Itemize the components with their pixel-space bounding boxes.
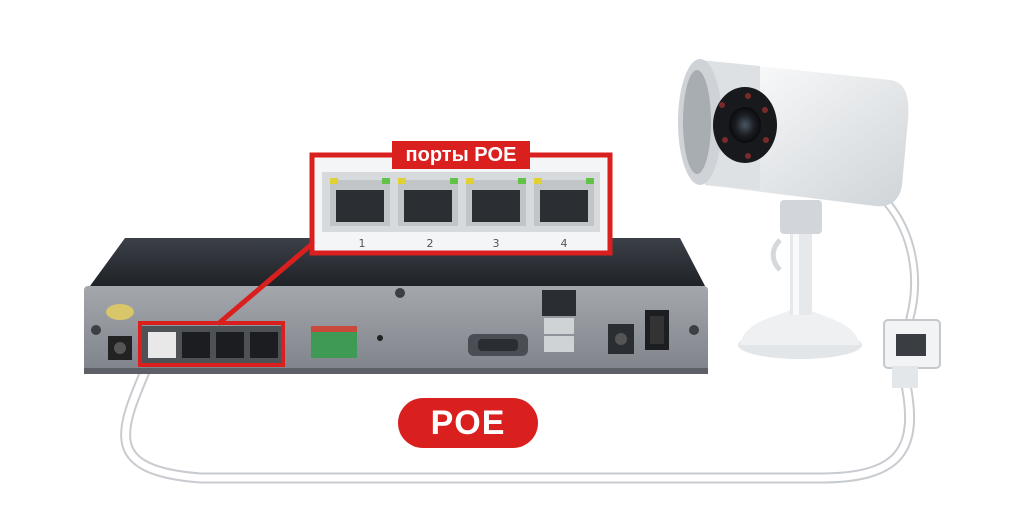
poe-cable-label: POE: [398, 398, 538, 448]
ethernet-port: [398, 178, 458, 226]
nvr-device: [84, 238, 708, 374]
port-number: 1: [359, 237, 366, 250]
port-number: 2: [427, 237, 434, 250]
ethernet-port: [534, 178, 594, 226]
poe-injector: [883, 319, 941, 388]
ethernet-port: [330, 178, 390, 226]
network-cable: [120, 190, 919, 484]
ip-camera: [678, 59, 909, 207]
port-number: 4: [561, 237, 568, 250]
camera-mount: [738, 200, 862, 359]
port-number: 3: [493, 237, 500, 250]
vga-port: [468, 334, 528, 356]
poe-ports-callout: 1 2 3 4: [309, 152, 613, 256]
port-highlight-box: [138, 321, 285, 367]
ethernet-port: [466, 178, 526, 226]
power-switch: [645, 310, 669, 350]
ethernet-port-group: [140, 326, 282, 364]
usb-port: [542, 290, 576, 352]
callout-title: порты POE: [392, 141, 530, 169]
callout-connector-line: [216, 242, 314, 326]
